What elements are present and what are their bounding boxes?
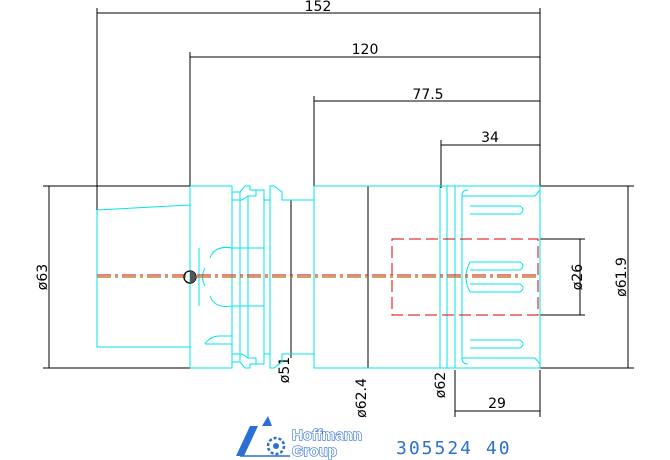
dimension-dia-51: ø51 (277, 200, 293, 383)
logo-line-1: Hoffmann (292, 427, 362, 444)
dim-label-dia-26: ø26 (570, 264, 586, 290)
gauge-point-marker (183, 270, 197, 284)
dimension-dia-63: ø63 (35, 185, 192, 369)
dim-label-dia-62-4: ø62.4 (354, 378, 370, 418)
dimension-dia-62-4: ø62.4 (354, 186, 370, 418)
part-number: 305524 40 (396, 438, 512, 459)
dimension-overall-length: 152 (96, 0, 541, 275)
dimension-length-34: 34 (440, 130, 540, 188)
dim-label-dia-62: ø62 (433, 372, 449, 398)
dim-label-dia-51: ø51 (277, 357, 293, 383)
dim-label-34: 34 (481, 130, 499, 146)
dimension-length-29: 29 (454, 370, 541, 417)
dim-label-77-5: 77.5 (412, 87, 443, 103)
dimension-dia-26: ø26 (540, 238, 586, 316)
logo-line-2: Group (292, 443, 337, 460)
hoffmann-group-logo: Hoffmann Group (236, 416, 363, 460)
dimension-dia-61-9: ø61.9 (540, 185, 634, 369)
dimension-length-77-5: 77.5 (313, 87, 540, 188)
dim-label-29: 29 (488, 396, 506, 412)
dim-label-120: 120 (352, 42, 379, 58)
dim-label-152: 152 (305, 0, 332, 15)
hidden-bore-outline (391, 238, 539, 316)
dimension-length-120: 120 (189, 42, 540, 190)
centerline (97, 274, 540, 278)
hoffmann-gear-logo-icon (236, 416, 290, 457)
dim-label-dia-61-9: ø61.9 (614, 257, 630, 297)
dim-label-dia-63: ø63 (35, 264, 51, 290)
